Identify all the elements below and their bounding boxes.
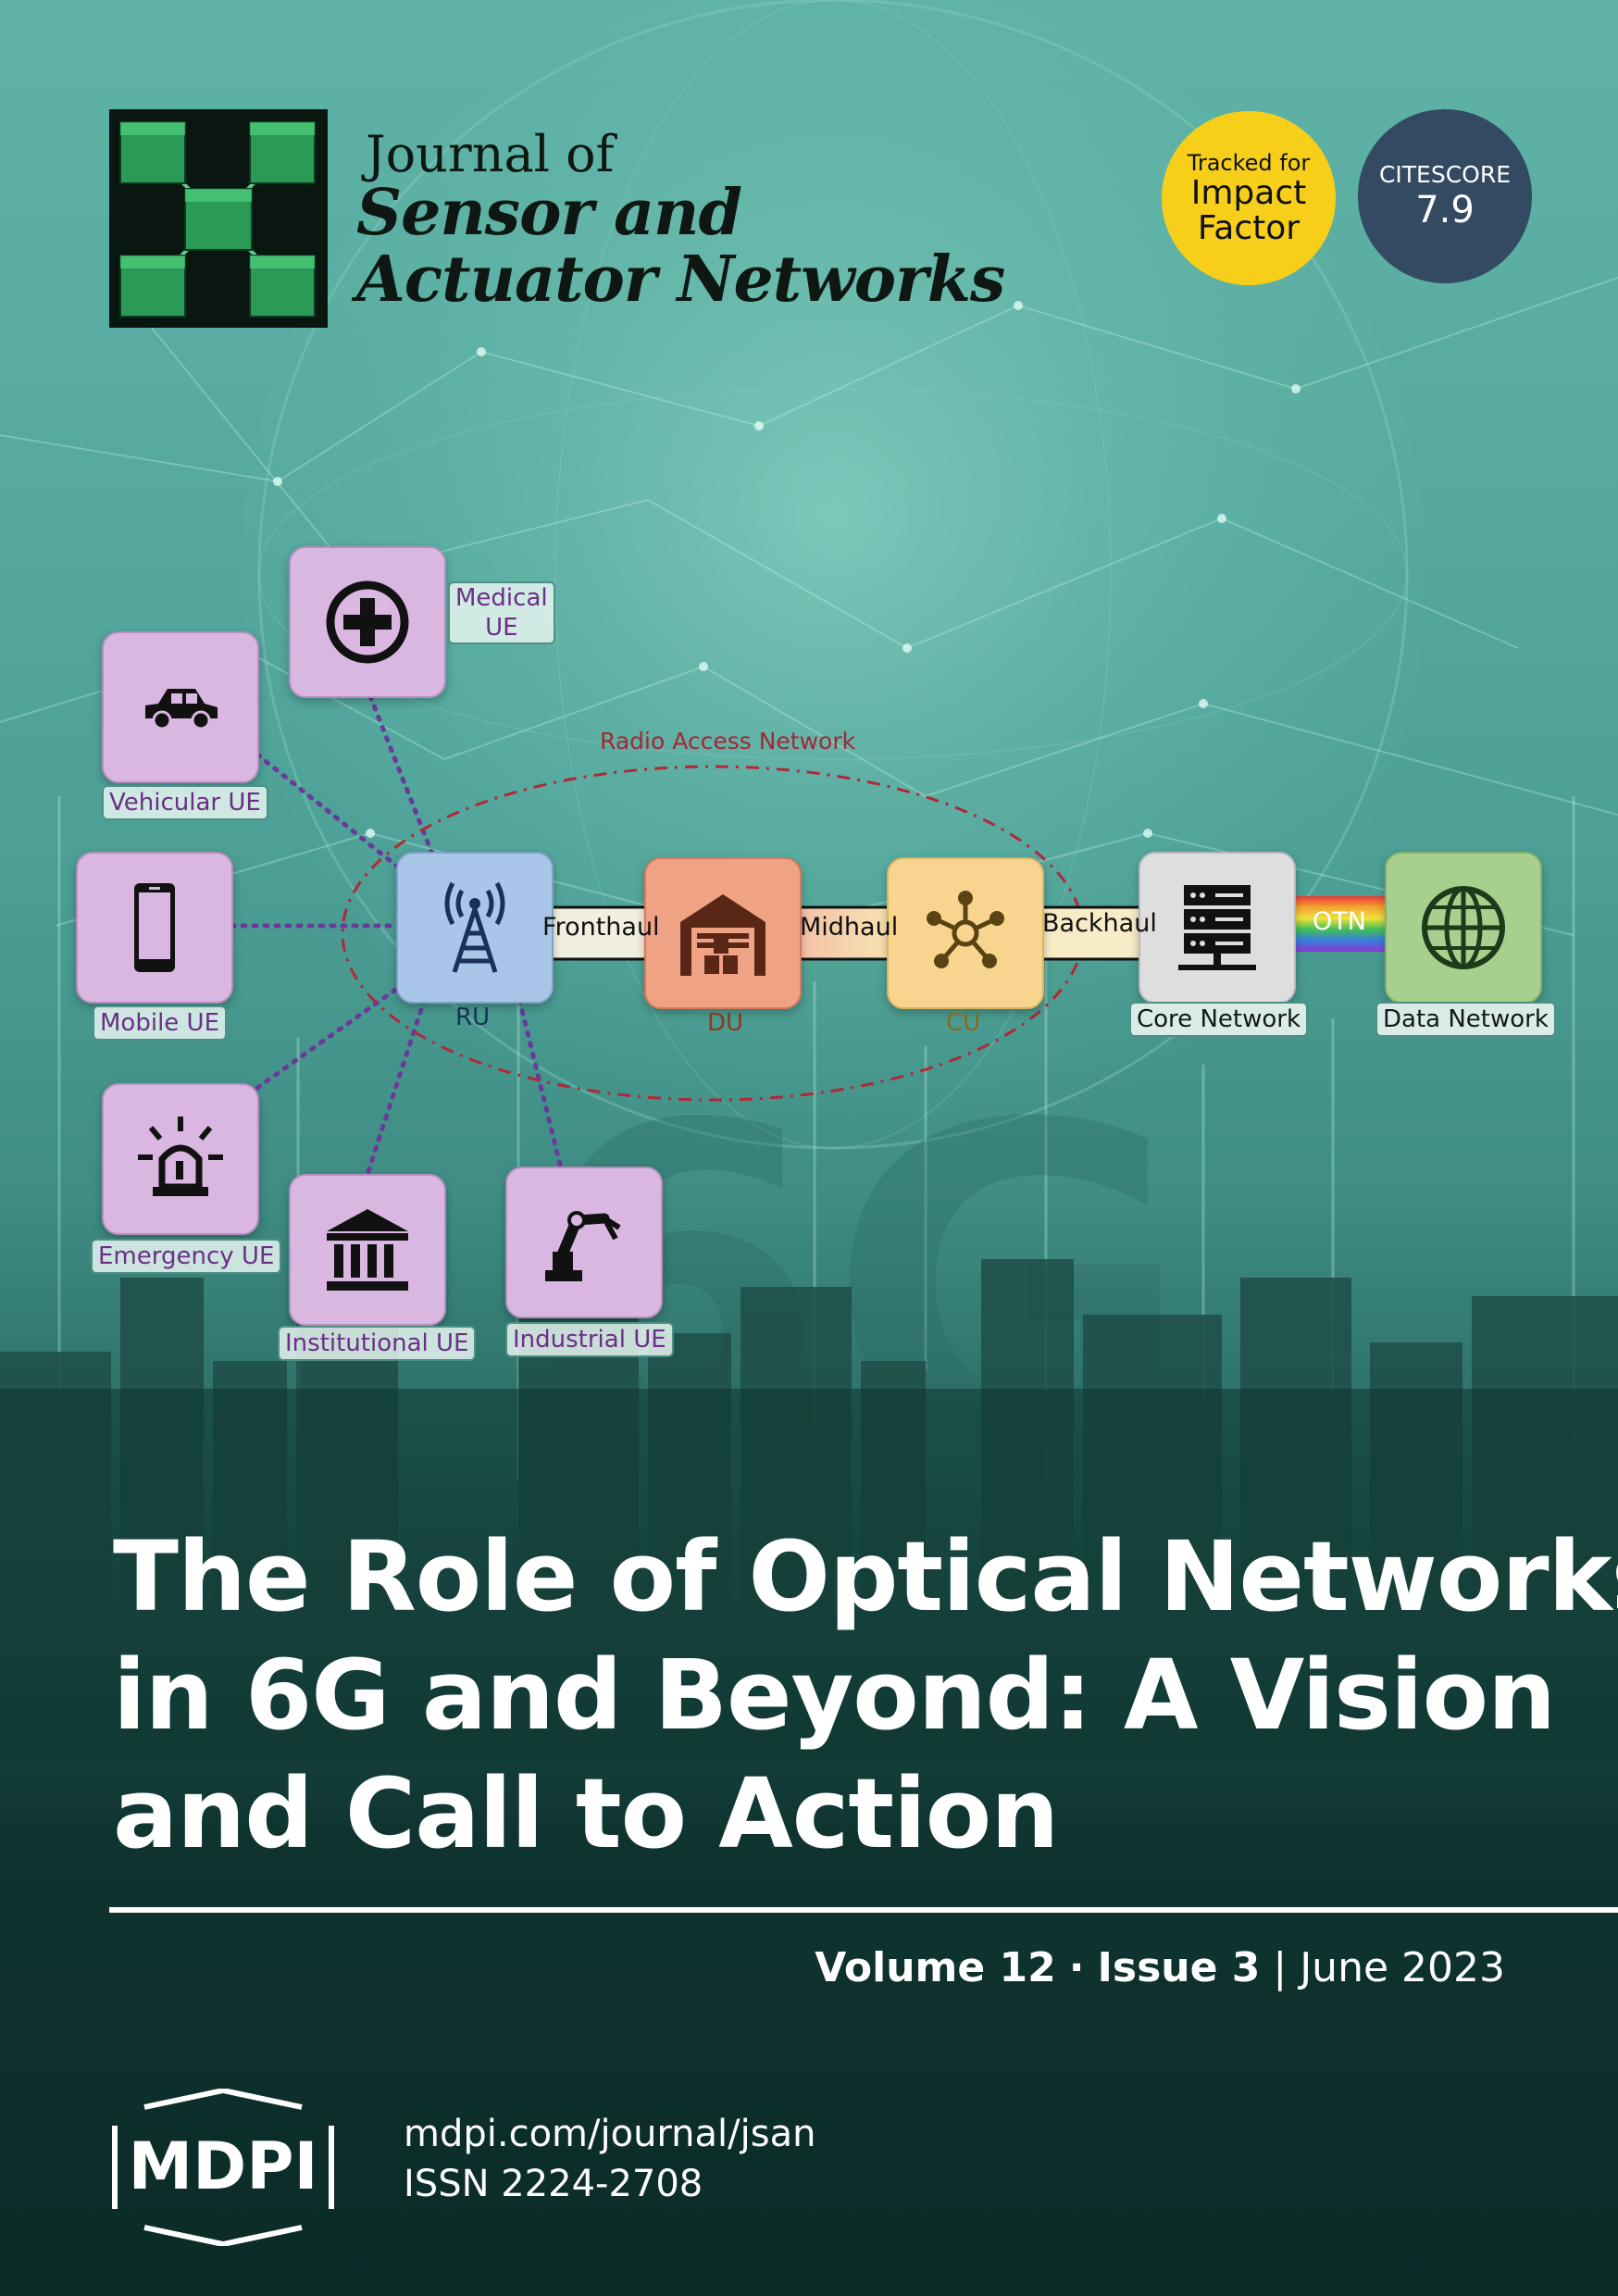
volume-issue-separator: · [1068,1944,1085,1991]
institution-building-icon [327,1209,408,1291]
journal-logo [109,109,328,328]
du-node [644,857,802,1009]
emergency-ue-box [102,1083,259,1235]
impact-factor-badge: Tracked for Impact Factor [1162,111,1336,285]
core-network-label: Core Network [1129,1002,1308,1037]
industrial-ue-box [505,1167,663,1318]
cell-tower-icon [444,881,505,973]
medical-cross-icon [326,580,409,664]
journal-name-line3: Actuator Networks [356,243,1005,317]
medical-ue-label-line2: UE [485,614,518,642]
journal-url: mdpi.com/journal/jsan [404,2113,816,2155]
medical-ue-label-line1: Medical [455,584,548,612]
mdpi-logo-text: MDPI [128,2128,317,2204]
backhaul-label: Backhaul [1042,909,1157,938]
journal-name-prefix: Journal of [366,125,615,183]
impact-badge-line3: Factor [1197,209,1301,247]
issue-text: Issue 3 [1097,1944,1261,1991]
car-icon [145,689,218,730]
mobile-ue-label: Mobile UE [93,1005,228,1041]
ru-node [396,852,554,1004]
data-network-node [1385,852,1542,1004]
fronthaul-label: Fronthaul [542,913,660,942]
cu-node [887,857,1044,1009]
otn-link [1290,896,1387,952]
journal-issn: ISSN 2224-2708 [404,2163,703,2205]
impact-badge-line1: Tracked for [1187,150,1311,176]
backhaul-link [1037,905,1142,961]
midhaul-label: Midhaul [800,913,899,942]
impact-badge-line2: Impact [1190,174,1307,212]
issue-date-divider: | [1273,1944,1288,1991]
industrial-ue-label: Industrial UE [505,1322,674,1357]
globe-icon [1422,886,1505,969]
otn-label: OTN [1313,907,1366,936]
server-rack-icon [1178,885,1256,970]
citescore-label: CITESCORE [1378,161,1512,188]
article-title-line3: and Call to Action [113,1757,1059,1870]
globe-parallel [258,388,1408,760]
warehouse-icon [680,894,765,976]
citescore-badge: CITESCORE 7.9 [1358,109,1532,283]
skyline-fade [0,1389,1618,1759]
citescore-value: 7.9 [1415,189,1475,231]
cu-label: CU [946,1009,981,1037]
institutional-ue-label: Institutional UE [278,1326,477,1361]
globe-meridian [554,0,1112,1149]
issue-info: Volume 12 · Issue 3 | June 2023 [815,1944,1505,1991]
volume-text: Volume 12 [815,1944,1056,1991]
core-network-node [1139,852,1296,1004]
article-title-line2: in 6G and Beyond: A Vision [113,1639,1556,1752]
medical-ue-box [289,546,446,698]
institutional-ue-box [289,1174,446,1326]
hub-network-icon [927,891,1004,968]
smartphone-icon [134,883,175,972]
ru-label: RU [455,1004,491,1031]
vehicular-ue-label: Vehicular UE [102,785,268,820]
title-rule [109,1907,1618,1913]
emergency-ue-label: Emergency UE [91,1239,282,1274]
data-network-label: Data Network [1375,1002,1556,1037]
ran-label: Radio Access Network [600,728,856,755]
medical-ue-label: Medical UE [448,581,555,644]
siren-icon [138,1117,223,1196]
robot-arm-icon [545,1211,621,1281]
globe-outline [257,0,1409,1150]
mobile-ue-box [76,852,233,1004]
mdpi-logo: MDPI [112,2089,334,2246]
article-title-line1: The Role of Optical Networks [113,1520,1618,1633]
vehicular-ue-box [102,631,259,783]
du-label: DU [707,1009,744,1037]
issue-date: June 2023 [1300,1944,1505,1991]
journal-name-line2: Sensor and [356,176,742,250]
